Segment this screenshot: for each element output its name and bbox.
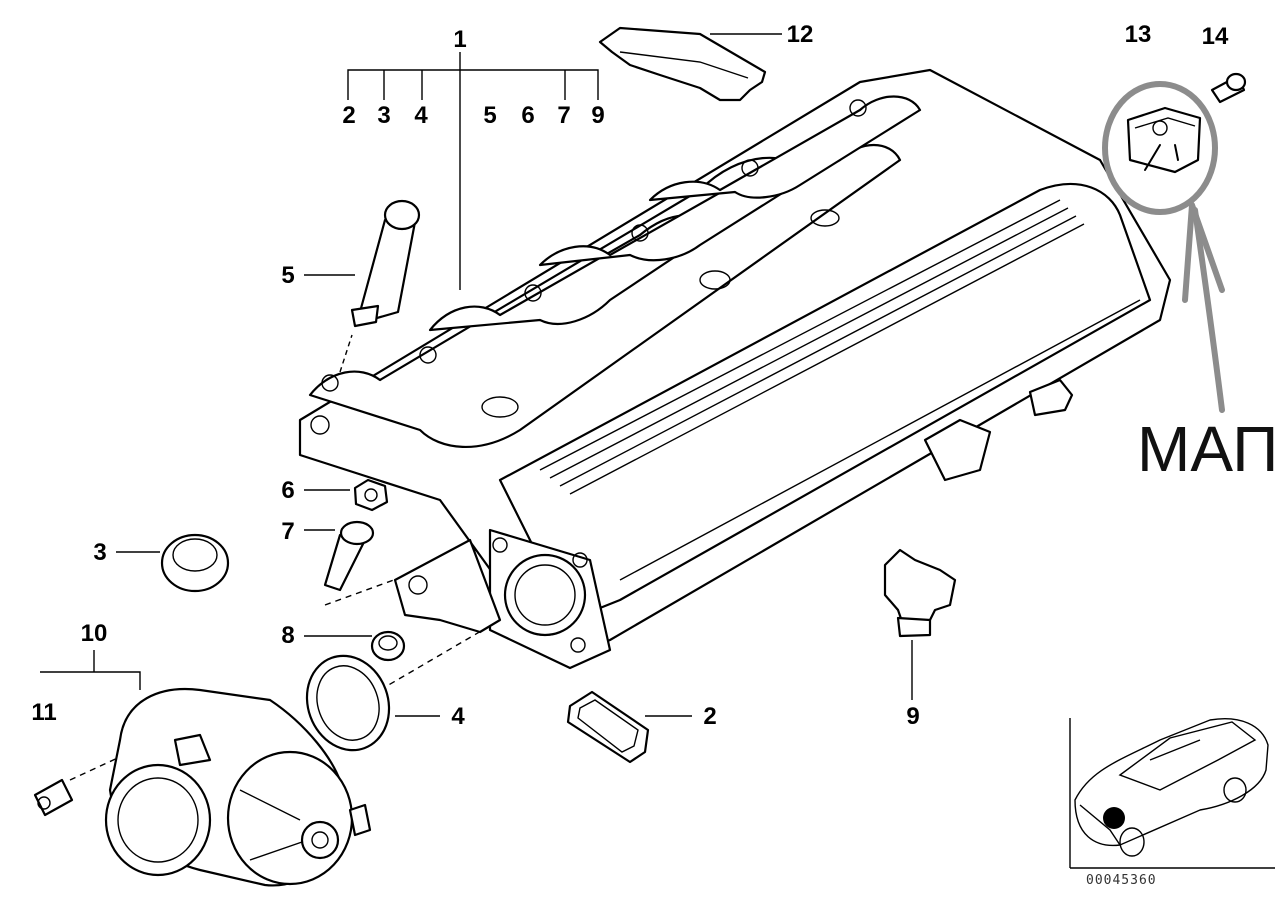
car-location-thumbnail [1069,718,1275,869]
callout-4: 4 [414,102,428,129]
callout-9-sensor: 9 [906,703,920,730]
callout-10: 10 [80,620,108,647]
callout-3-ring: 3 [93,539,107,566]
stud-part-7 [323,520,375,592]
location-marker-dot [1103,807,1125,829]
callout-14: 14 [1201,23,1229,50]
callout-13: 13 [1124,21,1152,48]
callout-2: 2 [342,102,356,129]
bolt-part-5 [350,199,421,328]
callout-7: 7 [557,102,571,129]
gasket-part-4 [305,654,391,752]
callout-8: 8 [281,622,295,649]
callout-6: 6 [521,102,535,129]
cover-part-12 [598,26,767,102]
map-sensor-part-13 [1126,106,1202,174]
screw-part-14 [1210,72,1247,104]
callout-4-gasket: 4 [451,703,465,730]
diagram-part-number: 00045360 [1086,873,1157,888]
callout-6-nut: 6 [281,477,295,504]
map-sensor-highlight-annotation [1102,81,1225,413]
callout-5-bolt: 5 [281,262,295,289]
sensor-part-9 [883,548,957,638]
callout-7-stud: 7 [281,518,295,545]
callout-2-gasket: 2 [703,703,717,730]
nut-part-6 [353,478,389,512]
callout-9: 9 [591,102,605,129]
screw-part-11 [33,778,74,817]
callout-5: 5 [483,102,497,129]
ring-part-8 [370,630,406,662]
ring-part-3 [160,533,230,593]
callout-11: 11 [31,699,57,726]
gasket-part-2 [566,690,650,764]
map-annotation-label: МАП [1137,413,1279,485]
callout-3: 3 [377,102,391,129]
callout-12: 12 [786,21,814,48]
intake-manifold [298,68,1172,670]
callout-1: 1 [453,26,467,53]
throttle-body-part-10 [104,688,372,887]
